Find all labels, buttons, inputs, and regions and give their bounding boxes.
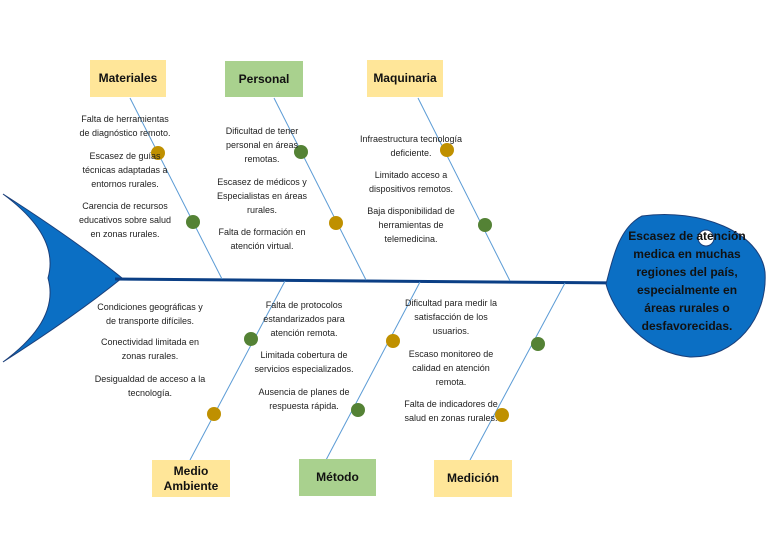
effect-label: Escasez de atención medica en muchas reg… — [628, 229, 746, 333]
bone-medio-ambiente — [189, 280, 286, 461]
cause-text: Falta de protocolos estandarizados para … — [263, 300, 345, 338]
bone-metodo — [325, 281, 421, 461]
fish-tail — [2, 193, 123, 363]
category-personal: Personal — [225, 61, 303, 97]
cause-text: Infraestructura tecnología deficiente. — [359, 134, 463, 158]
cause-dot — [244, 332, 258, 346]
category-medicion: Medición — [434, 460, 512, 497]
bone-personal — [273, 97, 367, 281]
cause-text: Carencia de recursos educativos sobre sa… — [78, 201, 172, 239]
fish-head — [605, 214, 766, 358]
cause-text: Falta de indicadores de salud en zonas r… — [404, 399, 498, 423]
cause-dot — [478, 218, 492, 232]
category-medio-ambiente: Medio Ambiente — [152, 460, 230, 497]
cause-dot — [151, 146, 165, 160]
cause-dot — [495, 408, 509, 422]
category-maquinaria: Maquinaria — [367, 60, 443, 97]
cause-dot — [294, 145, 308, 159]
cause-text: Dificultad de tener personal en áreas re… — [225, 126, 299, 164]
cause-text: Limitado acceso a dispositivos remotos. — [368, 170, 454, 194]
cause-dot — [186, 215, 200, 229]
cause-dot — [440, 143, 454, 157]
cause-text: Falta de formación en atención virtual. — [218, 227, 306, 251]
cause-text: Escasez de guías técnicas adaptadas a en… — [82, 151, 168, 189]
cause-text: Conectividad limitada en zonas rurales. — [100, 337, 200, 361]
cause-text: Escasez de médicos y Especialistas en ár… — [216, 177, 308, 215]
bone-materiales — [129, 97, 223, 280]
cause-text: Condiciones geográficas y de transporte … — [97, 302, 203, 326]
cause-dot — [386, 334, 400, 348]
category-materiales: Materiales — [90, 60, 166, 97]
cause-dot — [351, 403, 365, 417]
cause-text: Desigualdad de acceso a la tecnología. — [94, 374, 206, 398]
cause-text: Baja disponibilidad de herramientas de t… — [367, 206, 455, 244]
bone-medicion — [469, 282, 566, 461]
cause-text: Limitada cobertura de servicios especial… — [254, 350, 354, 374]
fish-spine — [114, 277, 626, 285]
bone-maquinaria — [417, 97, 511, 282]
cause-text: Falta de herramientas de diagnóstico rem… — [79, 114, 171, 138]
cause-text: Escaso monitoreo de calidad en atención … — [408, 349, 494, 387]
cause-text: Ausencia de planes de respuesta rápida. — [258, 387, 350, 411]
cause-text: Dificultad para medir la satisfacción de… — [404, 298, 498, 336]
cause-dot — [207, 407, 221, 421]
fish-eye — [697, 229, 715, 247]
cause-dot — [329, 216, 343, 230]
cause-dot — [531, 337, 545, 351]
category-metodo: Método — [299, 459, 376, 496]
